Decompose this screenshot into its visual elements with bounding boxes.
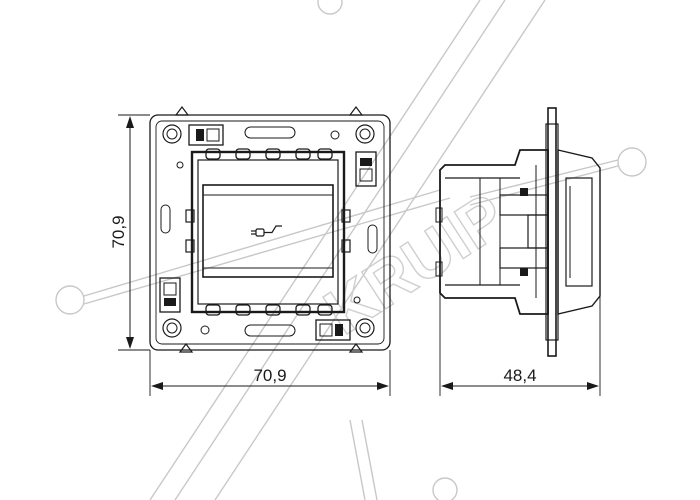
dimension-side-depth [439,293,601,396]
side-view [435,107,601,396]
module-teeth-top [205,148,333,160]
front-view [118,106,391,396]
plug-socket-icon [251,225,282,237]
screw-hole-bottom-left [162,318,182,338]
screw-hole-top-left [162,124,182,144]
screw-hole-top-right [355,124,375,144]
dimension-label-front-height: 70,9 [109,215,128,248]
terminal-clamp-bottom [315,319,351,341]
screw-hole-bottom-right [355,318,375,338]
dimension-label-side-depth: 48,4 [503,366,536,385]
dimension-front-height [118,114,150,351]
dimension-label-front-width: 70,9 [253,366,286,385]
watermark-text: KRUIP [312,179,518,348]
module-teeth-bottom [205,304,333,316]
terminal-clamp-left [159,277,181,313]
terminal-clamp-right [355,151,377,187]
dimension-front-width [149,350,391,396]
terminal-clamp-top [188,124,224,146]
